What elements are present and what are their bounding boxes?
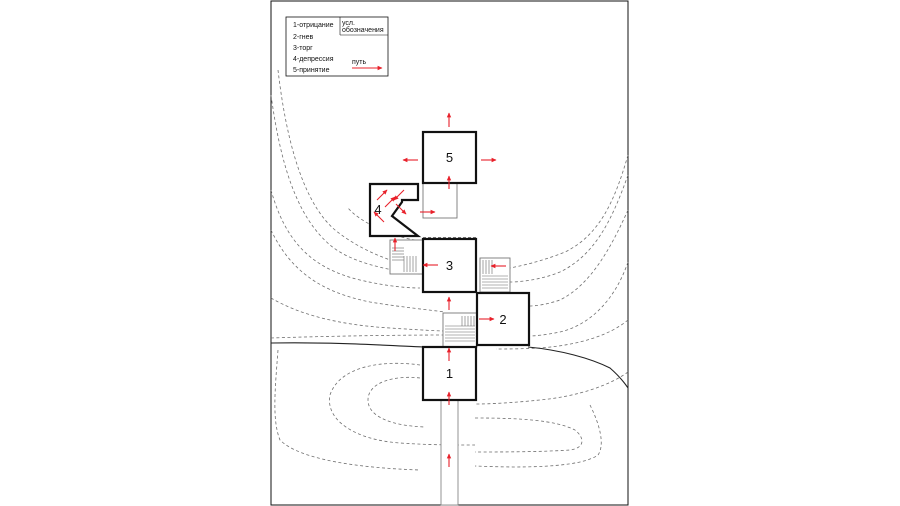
legend-item: 5-принятие xyxy=(293,67,330,74)
path-arrows xyxy=(373,112,506,467)
contour-line xyxy=(509,154,629,269)
terrain-edge-line xyxy=(270,342,629,389)
room-2-number: 2 xyxy=(499,312,506,327)
legend-item: 4-депрессия xyxy=(293,56,334,63)
contour-line xyxy=(474,404,602,468)
contour-line xyxy=(270,297,446,332)
contour-line xyxy=(274,349,421,471)
room-5 xyxy=(421,130,478,185)
stairs-3-4 xyxy=(392,247,417,272)
legend-path-label: путь xyxy=(352,59,366,66)
room-3-number: 3 xyxy=(446,258,453,273)
contour-line xyxy=(527,261,629,337)
legend-item: 1-отрицание xyxy=(293,22,334,29)
contour-line xyxy=(270,189,421,289)
stairs-1-2 xyxy=(445,316,475,342)
path-arrow xyxy=(373,211,385,223)
legend-title-line2: обозначения xyxy=(342,26,384,34)
contour-line xyxy=(270,334,446,339)
room-4 xyxy=(368,182,422,238)
contour-line xyxy=(527,209,629,307)
passage-4-5 xyxy=(422,182,458,219)
entry-path xyxy=(440,399,459,506)
contour-line xyxy=(277,69,421,269)
legend-item: 2-гнев xyxy=(293,34,314,41)
room-4-number: 4 xyxy=(374,202,381,217)
path-arrow xyxy=(395,203,407,215)
legend-box: усл. обозначения 1-отрицание 2-гнев 3-то… xyxy=(285,16,389,77)
passage-1-2 xyxy=(442,312,478,348)
legend-title-line1: усл. xyxy=(342,20,355,27)
contour-line xyxy=(329,362,476,446)
contour-line xyxy=(474,417,583,453)
path-arrow xyxy=(376,189,388,201)
contour-line xyxy=(367,376,426,428)
legend-item: 3-торг xyxy=(293,45,313,52)
contour-line xyxy=(509,174,629,283)
stairs-2-3 xyxy=(482,260,508,289)
passage-2-3 xyxy=(479,257,511,293)
path-arrow xyxy=(393,189,405,201)
contour-line xyxy=(270,229,446,313)
path-arrow xyxy=(384,196,396,208)
contour-line xyxy=(270,94,421,275)
room-1-number: 1 xyxy=(446,366,453,381)
room-5-number: 5 xyxy=(446,150,453,165)
